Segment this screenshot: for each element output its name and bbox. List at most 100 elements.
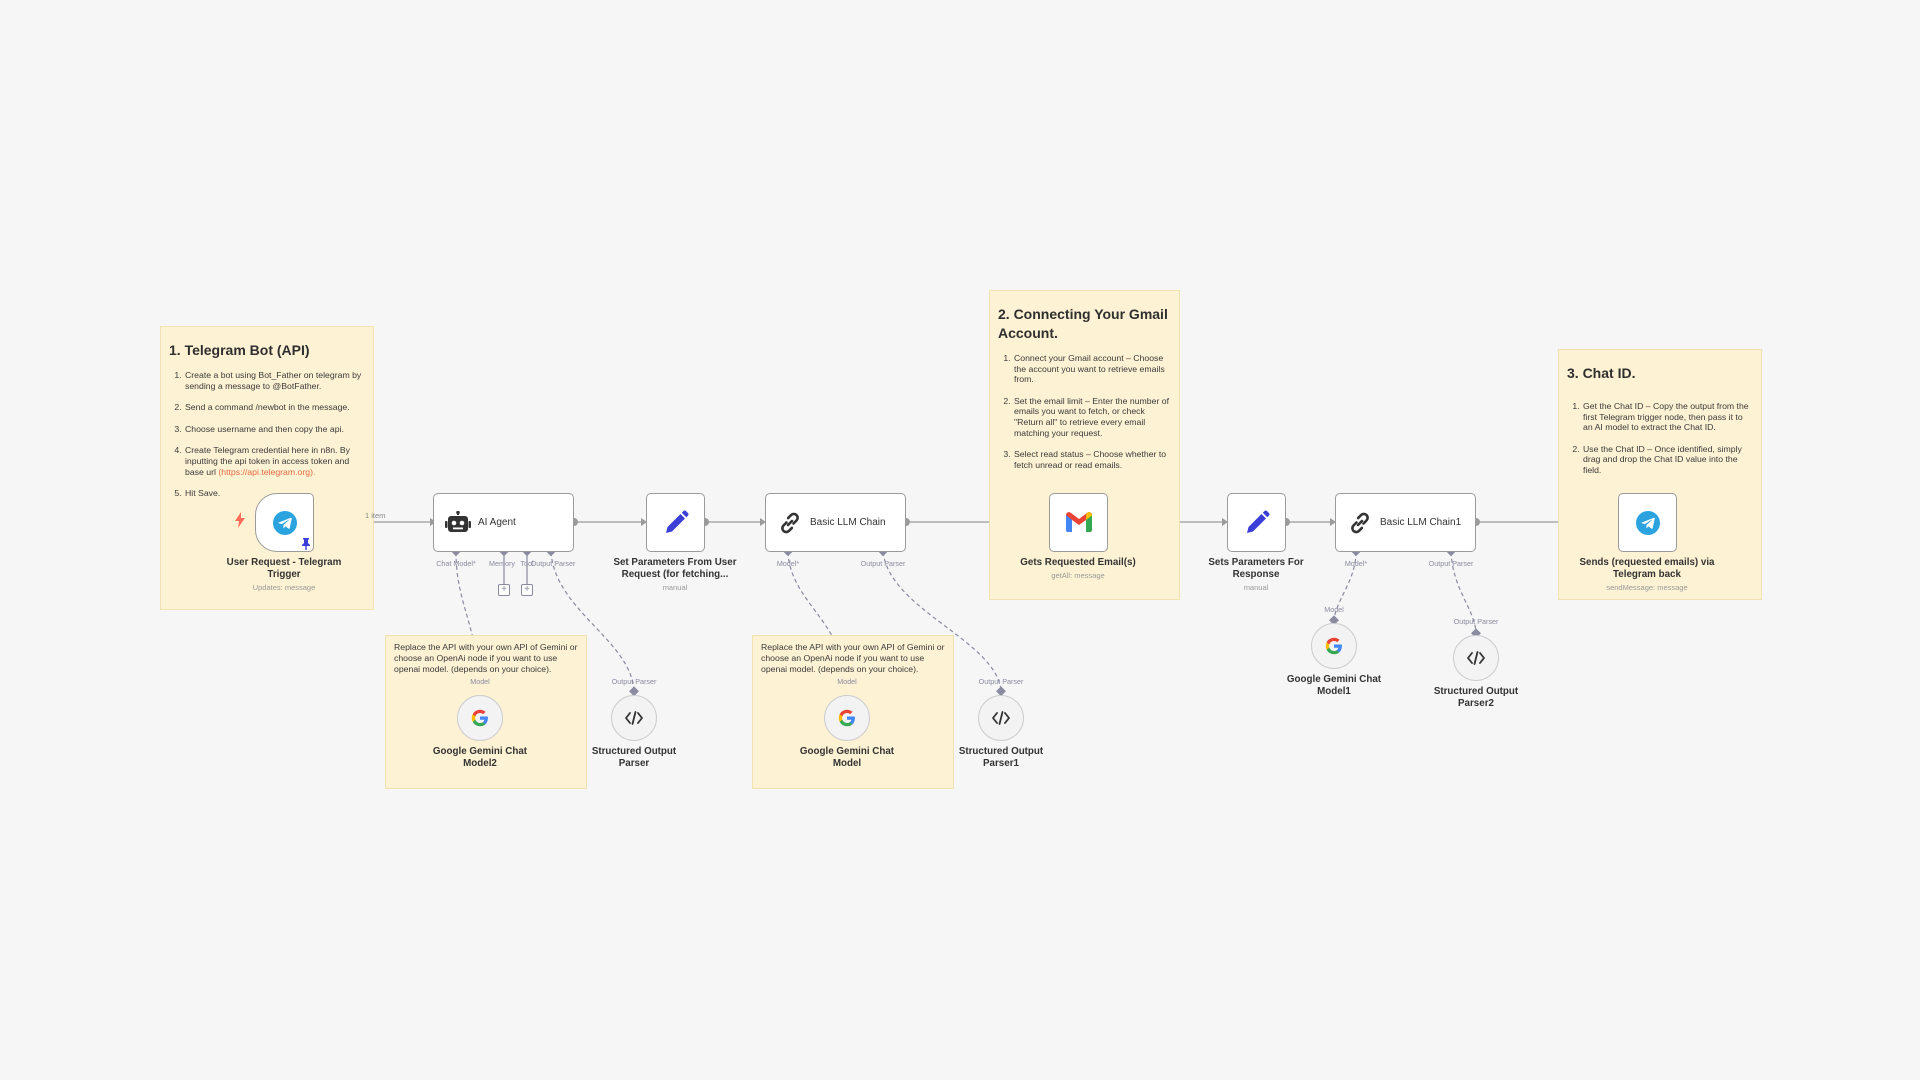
node-subtitle: manual [1243, 583, 1269, 592]
port-label-model: Model [837, 677, 857, 686]
node-label: User Request - Telegram Trigger [226, 557, 342, 580]
node-label: Structured Output Parser2 [1433, 686, 1519, 709]
pen-icon [662, 509, 690, 537]
port-label-chat-model: Chat Model* [436, 559, 476, 568]
sticky-step: Set the email limit – Enter the number o… [1013, 396, 1171, 438]
node-label: Google Gemini Chat Model2 [432, 746, 528, 769]
sticky-step: Create Telegram credential here in n8n. … [184, 445, 365, 477]
sticky-step-text: Create Telegram credential here in n8n. … [185, 445, 350, 477]
robot-icon [444, 509, 472, 537]
sticky-note-gemini-api[interactable]: Replace the API with your own API of Gem… [752, 635, 954, 789]
link-icon [776, 509, 804, 537]
gmail-icon [1065, 511, 1093, 533]
sticky-steps: Connect your Gmail account – Choose the … [998, 353, 1171, 470]
node-telegram-trigger[interactable] [255, 493, 314, 552]
pin-icon[interactable] [300, 538, 312, 550]
node-google-gemini-chat-model2[interactable] [457, 695, 503, 741]
port-label-model: Model* [1344, 559, 1368, 568]
sticky-note-gmail[interactable]: 2. Connecting Your Gmail Account. Connec… [989, 290, 1180, 600]
node-google-gemini-chat-model1[interactable] [1311, 623, 1357, 669]
port-label-model: Model* [776, 559, 800, 568]
arrow-head [760, 518, 766, 526]
node-subtitle: Updates: message [252, 583, 316, 592]
sub-connection-chain-parser1[interactable] [882, 551, 1002, 691]
sub-connection-chain-gemini[interactable] [787, 551, 848, 681]
node-label: Google Gemini Chat Model1 [1286, 674, 1382, 697]
sub-connection-agent-parser[interactable] [550, 551, 635, 691]
node-title: AI Agent [478, 517, 516, 528]
sub-connection-chain1-parser2[interactable] [1450, 551, 1477, 633]
node-gmail[interactable] [1049, 493, 1108, 552]
port-label-model: Model [1324, 605, 1344, 614]
port-label-tool: Tool [520, 559, 534, 568]
sticky-step: Hit Save. [184, 488, 365, 499]
sticky-step: Connect your Gmail account – Choose the … [1013, 353, 1171, 385]
node-title: Basic LLM Chain [810, 517, 886, 528]
telegram-icon [1634, 509, 1662, 537]
sticky-note-chat-id[interactable]: 3. Chat ID. Get the Chat ID – Copy the o… [1558, 349, 1762, 600]
sticky-text: Replace the API with your own API of Gem… [761, 642, 945, 675]
link-icon [1346, 509, 1374, 537]
google-icon [1325, 637, 1343, 655]
port-label-model: Model [470, 677, 490, 686]
port-label-output-parser: Output Parser [611, 677, 657, 686]
node-structured-output-parser[interactable] [611, 695, 657, 741]
add-tool-button[interactable]: + [521, 584, 533, 596]
port-diamond[interactable] [996, 686, 1006, 697]
port-label-output-parser: Output Parser [1453, 617, 1499, 626]
sticky-step: Send a command /newbot in the message. [184, 402, 365, 413]
node-set-parameters-response[interactable] [1227, 493, 1286, 552]
node-basic-llm-chain1[interactable]: Basic LLM Chain1 [1335, 493, 1476, 552]
sub-connection-chain1-gemini1[interactable] [1333, 551, 1357, 621]
sticky-note-telegram[interactable]: 1. Telegram Bot (API) Create a bot using… [160, 326, 374, 610]
port-label-output-parser: Output Parser [860, 559, 906, 568]
node-label: Set Parameters From User Request (for fe… [613, 557, 737, 580]
node-basic-llm-chain[interactable]: Basic LLM Chain [765, 493, 906, 552]
port-label-output-parser: Output Parser [978, 677, 1024, 686]
code-icon [625, 711, 643, 725]
port-label-output-parser: Output Parser [1428, 559, 1474, 568]
node-label: Google Gemini Chat Model [799, 746, 895, 769]
sticky-text: Replace the API with your own API of Gem… [394, 642, 578, 675]
node-structured-output-parser2[interactable] [1453, 635, 1499, 681]
telegram-icon [271, 509, 299, 537]
node-label: Sends (requested emails) via Telegram ba… [1579, 557, 1715, 580]
port-diamond[interactable] [629, 686, 639, 697]
google-icon [838, 709, 856, 727]
pen-icon [1243, 509, 1271, 537]
node-structured-output-parser1[interactable] [978, 695, 1024, 741]
sticky-title: 2. Connecting Your Gmail Account. [998, 306, 1168, 341]
sticky-steps: Create a bot using Bot_Father on telegra… [169, 370, 365, 499]
node-google-gemini-chat-model[interactable] [824, 695, 870, 741]
sticky-step: Choose username and then copy the api. [184, 424, 365, 435]
sticky-title: 3. Chat ID. [1567, 365, 1636, 381]
sticky-step: Get the Chat ID – Copy the output from t… [1582, 401, 1753, 433]
code-icon [1467, 651, 1485, 665]
node-label: Sets Parameters For Response [1208, 557, 1304, 580]
sticky-step: Use the Chat ID – Once identified, simpl… [1582, 444, 1753, 476]
arrow-head [641, 518, 647, 526]
node-telegram-send[interactable] [1618, 493, 1677, 552]
node-set-parameters-request[interactable] [646, 493, 705, 552]
trigger-bolt-icon [235, 512, 247, 530]
port-diamond[interactable] [1329, 615, 1339, 626]
node-subtitle: sendMessage: message [1606, 583, 1688, 592]
node-subtitle: manual [662, 583, 688, 592]
telegram-api-link[interactable]: (https://api.telegram.org). [218, 466, 316, 477]
sticky-title: 1. Telegram Bot (API) [169, 342, 310, 358]
node-subtitle: getAll: message [1051, 571, 1105, 580]
sticky-steps: Get the Chat ID – Copy the output from t… [1567, 401, 1753, 476]
sticky-step: Select read status – Choose whether to f… [1013, 449, 1171, 470]
node-label: Gets Requested Email(s) [1020, 557, 1136, 568]
arrow-head [1222, 518, 1228, 526]
port-label-memory: Memory [489, 559, 515, 568]
google-icon [471, 709, 489, 727]
node-label: Structured Output Parser1 [958, 746, 1044, 769]
port-label-output-parser: Output Parser [530, 559, 576, 568]
node-ai-agent[interactable]: AI Agent [433, 493, 574, 552]
add-memory-button[interactable]: + [498, 584, 510, 596]
node-title: Basic LLM Chain1 [1380, 517, 1462, 528]
sticky-step: Create a bot using Bot_Father on telegra… [184, 370, 365, 391]
code-icon [992, 711, 1010, 725]
